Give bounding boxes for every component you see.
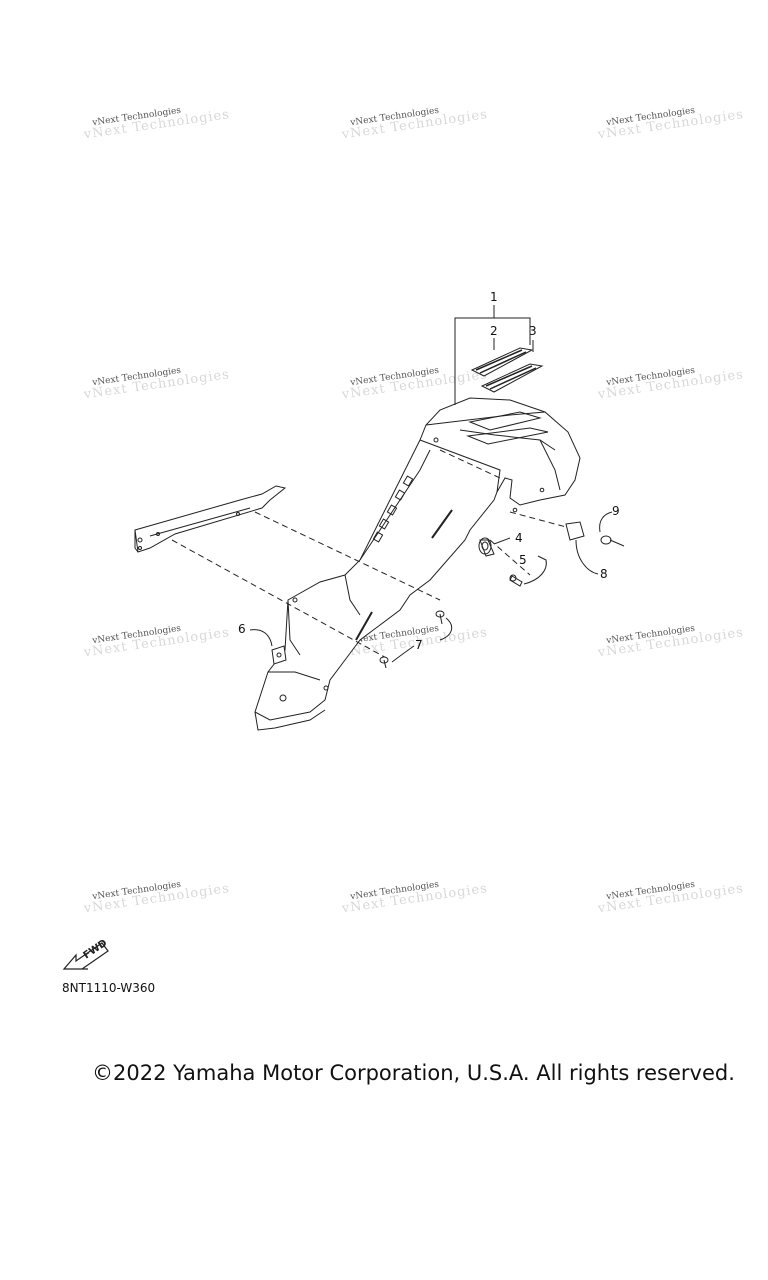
callout-5: 5 — [519, 553, 527, 567]
callout-8: 8 — [600, 567, 608, 581]
callout-2: 2 — [490, 324, 498, 338]
leader-4 — [493, 537, 511, 545]
callout-bracket-1 — [454, 305, 531, 405]
rear-fender — [254, 397, 581, 731]
diagram-code: 8NT1110-W360 — [62, 981, 156, 995]
fwd-arrow: FWD — [62, 933, 114, 975]
leader-8 — [575, 539, 599, 575]
leader-6 — [249, 629, 273, 647]
callout-4: 4 — [515, 531, 523, 545]
fwd-arrow-icon: FWD — [62, 938, 109, 970]
part-4-clip — [478, 537, 495, 557]
callout-7: 7 — [415, 638, 423, 652]
part-9-bolt — [600, 535, 625, 547]
part-8-grommet — [565, 521, 585, 541]
leader-7 — [391, 617, 453, 663]
callout-6: 6 — [238, 622, 246, 636]
callout-3: 3 — [529, 324, 537, 338]
part-7-bolts — [379, 610, 445, 669]
leader-5 — [523, 555, 547, 585]
copyright-notice: ©2022 Yamaha Motor Corporation, U.S.A. A… — [92, 1061, 735, 1085]
frame-rail — [134, 485, 287, 553]
leader-9 — [599, 511, 613, 533]
callout-9: 9 — [612, 504, 620, 518]
part-5-screw — [509, 574, 523, 587]
callout-1: 1 — [490, 290, 498, 304]
emblem-3 — [480, 363, 544, 393]
emblem-2 — [470, 347, 534, 377]
alignment-lines — [171, 449, 571, 661]
part-6-nut — [271, 645, 287, 665]
